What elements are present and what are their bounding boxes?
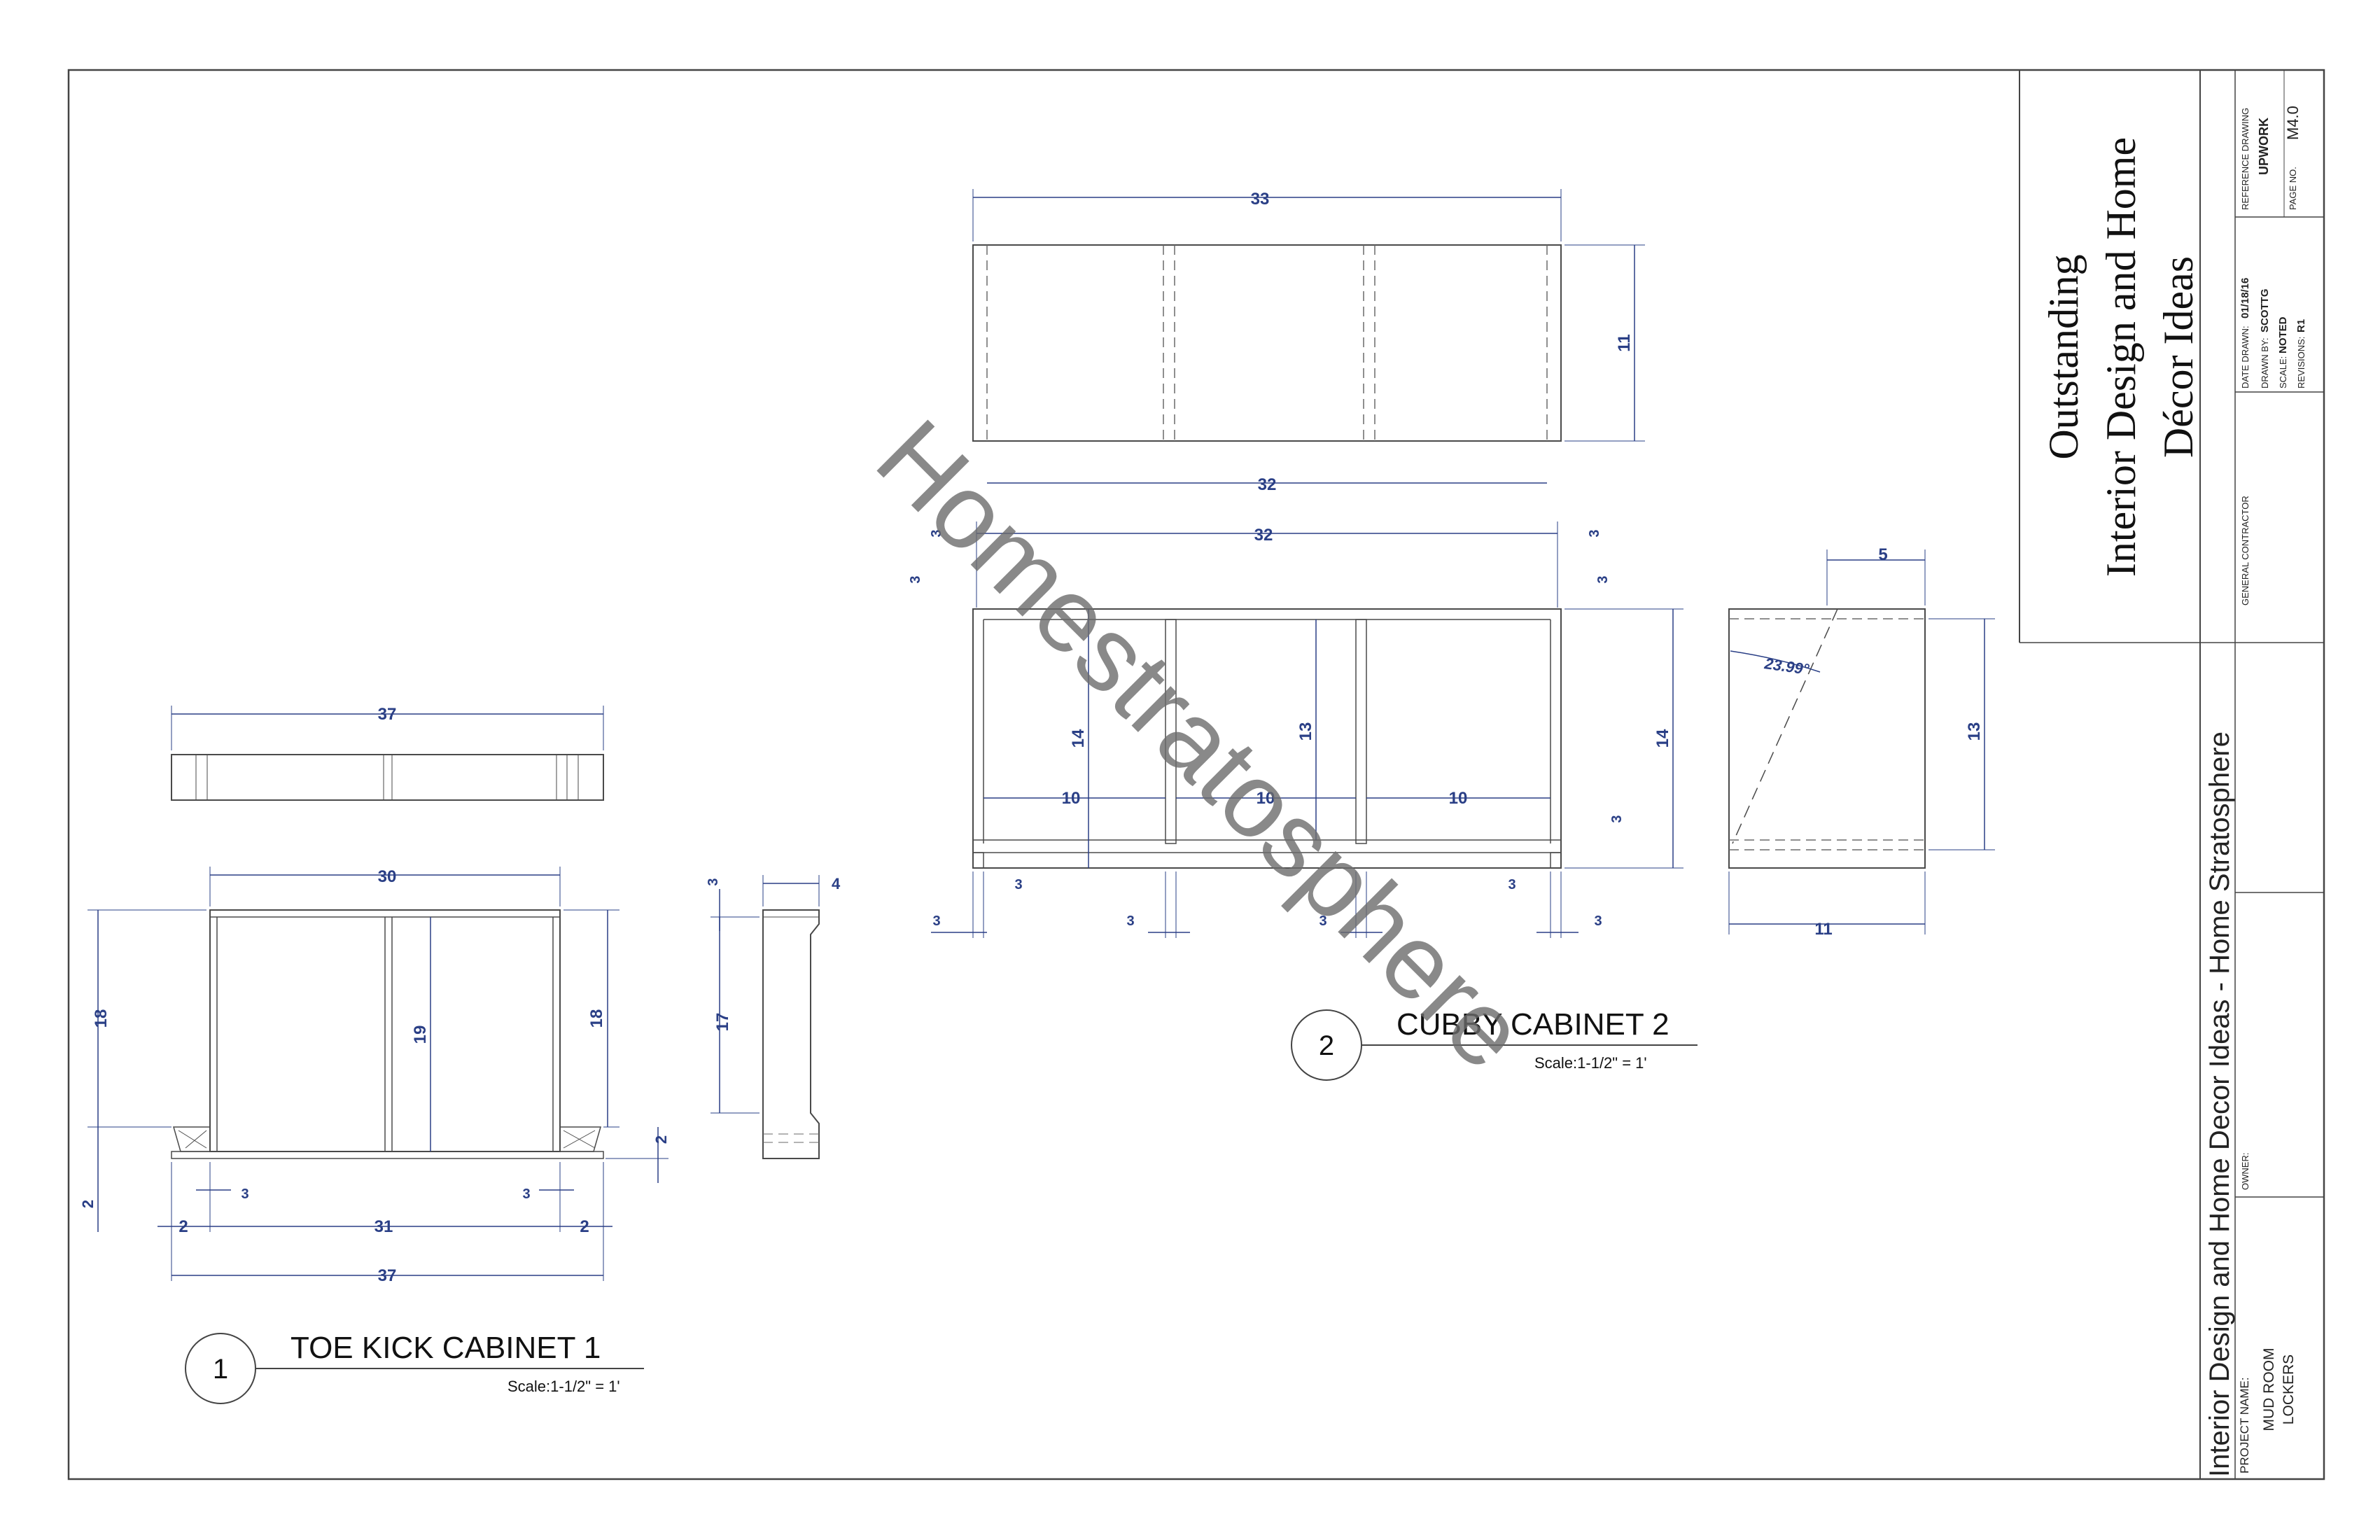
scale-value: NOTED bbox=[2277, 316, 2289, 354]
view-title-text-1: TOE KICK CABINET 1 bbox=[290, 1331, 601, 1365]
drawn-label: DRAWN BY: bbox=[2260, 338, 2270, 388]
dim-tk-total: 37 bbox=[378, 1266, 397, 1285]
watermark-text: Homestratosphere bbox=[855, 398, 1548, 1091]
page-value: M4.0 bbox=[2284, 106, 2302, 140]
scale-label: SCALE: bbox=[2278, 356, 2288, 388]
dim-front-bottom-right: 3 bbox=[1594, 913, 1602, 929]
rev-label: REVISIONS: bbox=[2296, 337, 2306, 388]
date-label: DATE DRAWN: bbox=[2240, 326, 2250, 388]
dim-front-side-right: 3 bbox=[1587, 529, 1602, 537]
dim-front-leg-left: 3 bbox=[1014, 877, 1022, 892]
dim-front-top-right: 3 bbox=[1595, 575, 1611, 583]
toekick-side-view bbox=[710, 875, 820, 1159]
dim-front-mid-height: 14 bbox=[1069, 729, 1088, 748]
dim-front-leg-right: 3 bbox=[1508, 877, 1516, 892]
view-scale-2: Scale:1-1/2" = 1' bbox=[1534, 1054, 1647, 1072]
dim-tk-kick-side: 2 bbox=[652, 1135, 670, 1144]
dim-tk-left-height: 18 bbox=[92, 1009, 111, 1028]
dim-tk-right-height: 18 bbox=[587, 1009, 606, 1028]
dim-front-bottom-left: 3 bbox=[932, 913, 940, 929]
dim-front-side-left: 3 bbox=[929, 529, 944, 537]
dim-tk-front-width: 30 bbox=[378, 867, 397, 886]
dim-tk-bottom-center: 31 bbox=[374, 1217, 393, 1236]
view-title-text-2: CUBBY CABINET 2 bbox=[1396, 1007, 1670, 1042]
view-number-1: 1 bbox=[213, 1354, 228, 1385]
reference-value: UPWORK bbox=[2257, 118, 2271, 175]
project-name-1: MUD ROOM bbox=[2261, 1348, 2277, 1432]
view-title-2: 2 CUBBY CABINET 2 Scale:1-1/2" = 1' bbox=[1291, 1007, 1698, 1081]
project-label: PROJECT NAME: bbox=[2238, 1377, 2251, 1474]
dim-tk-bottom-right: 2 bbox=[580, 1217, 589, 1236]
sheet-border bbox=[67, 69, 2325, 1480]
dim-tk-stile-left: 3 bbox=[241, 1186, 248, 1202]
dim-tk-stile-right: 3 bbox=[522, 1186, 530, 1202]
view-title-1: 1 TOE KICK CABINET 1 Scale:1-1/2" = 1' bbox=[185, 1331, 644, 1404]
dim-side-height: 13 bbox=[1965, 722, 1984, 741]
dim-front-cubby-center: 10 bbox=[1256, 789, 1275, 808]
dim-tk-bottom-left: 2 bbox=[178, 1217, 188, 1236]
banner-text: Interior Design and Home Decor Ideas - H… bbox=[2204, 732, 2235, 1477]
owner-label: OWNER: bbox=[2240, 1153, 2250, 1190]
dim-front-cubby-left: 10 bbox=[1062, 789, 1081, 808]
dim-tk-top-width: 37 bbox=[378, 705, 397, 724]
dim-tk-side-height: 17 bbox=[713, 1013, 732, 1032]
dim-side-top: 5 bbox=[1878, 545, 1887, 564]
dim-side-depth: 11 bbox=[1814, 920, 1832, 939]
cubby-side-view bbox=[1728, 550, 1995, 934]
dimension-labels: 33 11 32 32 3 3 3 3 14 13 14 10 10 10 3 … bbox=[79, 190, 1984, 1285]
dim-tk-center-height: 19 bbox=[411, 1026, 430, 1044]
dim-front-cubby-height: 13 bbox=[1296, 722, 1315, 741]
dim-top-inner: 32 bbox=[1258, 475, 1277, 494]
page-label: PAGE NO. bbox=[2288, 167, 2298, 210]
project-name-2: LOCKERS bbox=[2281, 1354, 2297, 1424]
cubby-top-view bbox=[972, 189, 1645, 484]
general-contractor-label: GENERAL CONTRACTOR bbox=[2240, 496, 2250, 606]
dim-front-total-height: 14 bbox=[1653, 729, 1672, 748]
dim-top-width: 33 bbox=[1251, 190, 1270, 209]
dim-top-height: 11 bbox=[1615, 334, 1634, 351]
company-line-2: Interior Design and Home bbox=[2098, 137, 2144, 577]
cubby-front-view bbox=[931, 522, 1684, 938]
dim-front-cubby-right: 10 bbox=[1449, 789, 1468, 808]
rev-value: R1 bbox=[2295, 319, 2307, 332]
toekick-front-view bbox=[88, 867, 668, 1281]
toekick-top-view bbox=[171, 706, 604, 801]
dim-front-bottom-mid2: 3 bbox=[1319, 913, 1326, 929]
dim-side-angle: 23.99° bbox=[1763, 654, 1810, 678]
view-number-2: 2 bbox=[1319, 1030, 1334, 1061]
company-line-3: Décor Ideas bbox=[2155, 256, 2202, 458]
date-value: 01/18/16 bbox=[2239, 278, 2251, 318]
dim-front-bottom-mid1: 3 bbox=[1126, 913, 1134, 929]
dim-front-shelf-right: 3 bbox=[1609, 815, 1625, 822]
dim-front-top-left: 3 bbox=[908, 575, 923, 583]
title-block: Outstanding Interior Design and Home Déc… bbox=[2019, 70, 2324, 1479]
drawn-value: SCOTTG bbox=[2259, 289, 2271, 333]
view-scale-1: Scale:1-1/2" = 1' bbox=[507, 1378, 620, 1395]
dim-tk-side-top: 3 bbox=[706, 878, 721, 886]
dim-tk-kick-left: 2 bbox=[79, 1200, 97, 1208]
company-line-1: Outstanding bbox=[2040, 254, 2087, 459]
dim-tk-side-depth: 4 bbox=[832, 875, 841, 892]
reference-label: REFERENCE DRAWING bbox=[2240, 108, 2250, 210]
dim-front-width: 32 bbox=[1254, 526, 1273, 545]
